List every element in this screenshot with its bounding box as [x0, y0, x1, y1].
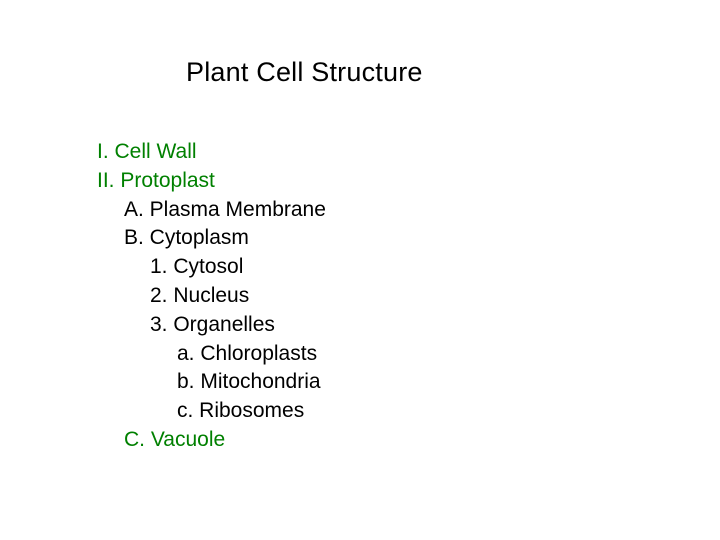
outline-item-mitochondria: b. Mitochondria	[177, 370, 321, 394]
outline-list: I. Cell Wall II. Protoplast A. Plasma Me…	[97, 138, 326, 455]
outline-item-vacuole: C. Vacuole	[124, 427, 226, 451]
outline-item-cell-wall: I. Cell Wall	[97, 140, 197, 163]
outline-item-chloroplasts: a. Chloroplasts	[177, 341, 318, 365]
slide-title: Plant Cell Structure	[186, 57, 423, 87]
outline-item-cytoplasm: B. Cytoplasm	[124, 226, 249, 250]
outline-item-cytosol: 1. Cytosol	[150, 255, 244, 279]
outline-item-plasma-membrane: A. Plasma Membrane	[124, 197, 326, 221]
outline-item-ribosomes: c. Ribosomes	[177, 399, 305, 423]
outline-item-organelles: 3. Organelles	[150, 312, 275, 336]
outline-item-nucleus: 2. Nucleus	[150, 283, 250, 307]
outline-item-protoplast: II. Protoplast	[97, 168, 215, 192]
